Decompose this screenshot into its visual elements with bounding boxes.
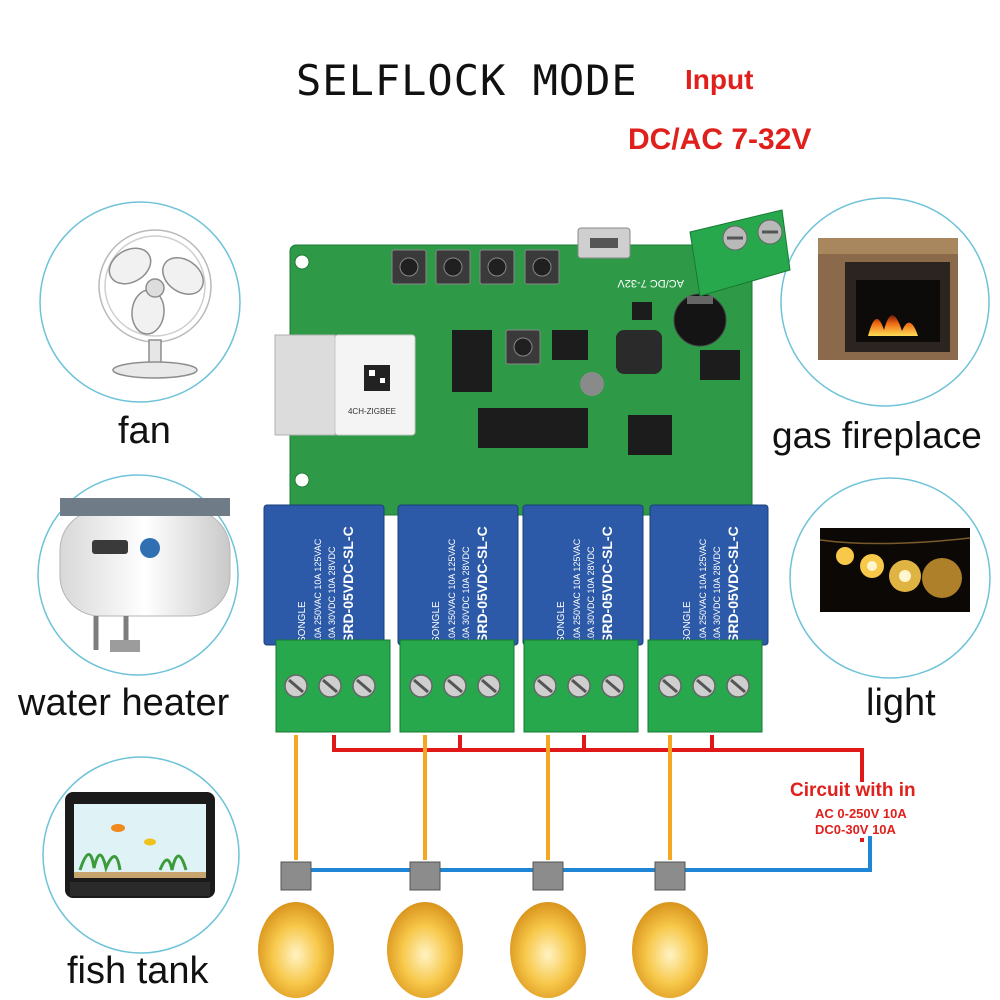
string-lights-icon — [819, 528, 971, 612]
fish-tank-icon — [65, 792, 215, 898]
gas-fireplace-circle — [780, 197, 990, 407]
power-label: AC/DC 7-32V — [617, 277, 684, 289]
bulb-1 — [258, 861, 334, 998]
water-heater-icon — [59, 498, 231, 652]
fan-icon — [98, 229, 212, 379]
relay-1: SONGLE 10A 250VAC 10A 125VAC 10A 30VDC 1… — [263, 504, 385, 646]
circuit-ac-rating: AC 0-250V 10A — [815, 806, 907, 821]
relay-1-model: SRD-05VDC-SL-C — [340, 526, 356, 643]
bulb-3 — [510, 861, 586, 998]
relay-2-rating1: 10A 250VAC 10A 125VAC — [447, 538, 457, 643]
relay-4-brand: SONGLE — [682, 601, 693, 643]
relay-4: SONGLE 10A 250VAC 10A 125VAC 10A 30VDC 1… — [649, 504, 769, 646]
relay-2-brand: SONGLE — [431, 601, 442, 643]
fireplace-icon — [818, 238, 958, 360]
fish-tank-circle — [42, 756, 240, 954]
fish-tank-label: fish tank — [67, 950, 209, 992]
bulb-2 — [387, 861, 463, 998]
relay-3-brand: SONGLE — [556, 601, 567, 643]
fan-circle — [39, 201, 241, 403]
power-terminal — [689, 209, 791, 297]
light-label: light — [866, 682, 936, 724]
module-label: 4CH-ZIGBEE — [348, 407, 396, 416]
blue-wire — [296, 836, 872, 872]
relay-2: SONGLE 10A 250VAC 10A 125VAC 10A 30VDC 1… — [397, 504, 519, 646]
push-buttons — [391, 249, 560, 365]
relay-4-rating2: 10A 30VDC 10A 28VDC — [712, 546, 722, 643]
relay-2-rating2: 10A 30VDC 10A 28VDC — [461, 546, 471, 643]
relay-3-model: SRD-05VDC-SL-C — [599, 526, 615, 643]
circuit-label: Circuit with in — [790, 780, 916, 801]
relay-3-rating1: 10A 250VAC 10A 125VAC — [572, 538, 582, 643]
relay-1-rating1: 10A 250VAC 10A 125VAC — [313, 538, 323, 643]
relay-4-model: SRD-05VDC-SL-C — [725, 526, 741, 643]
fan-label: fan — [118, 410, 171, 452]
relay-4-rating1: 10A 250VAC 10A 125VAC — [698, 538, 708, 643]
orange-wires — [294, 735, 672, 860]
output-terminals — [275, 639, 763, 733]
relay-3: SONGLE 10A 250VAC 10A 125VAC 10A 30VDC 1… — [522, 504, 644, 646]
page-title: SELFLOCK MODE — [296, 56, 638, 105]
relay-1-brand: SONGLE — [297, 601, 308, 643]
input-label: Input — [685, 64, 754, 95]
inductor — [616, 330, 662, 374]
relay-2-model: SRD-05VDC-SL-C — [474, 526, 490, 643]
circuit-dc-rating: DC0-30V 10A — [815, 822, 896, 837]
water-heater-circle — [37, 474, 239, 676]
ic-chips — [452, 302, 740, 455]
gas-fireplace-label: gas fireplace — [772, 415, 982, 456]
relay-board: 4CH-ZIGBEE — [263, 209, 791, 733]
relay-3-rating2: 10A 30VDC 10A 28VDC — [586, 546, 596, 643]
input-voltage-range: DC/AC 7-32V — [628, 123, 812, 156]
zigbee-module — [274, 334, 416, 436]
bulb-4 — [632, 861, 708, 998]
water-heater-label: water heater — [18, 682, 230, 724]
relay-1-rating2: 10A 30VDC 10A 28VDC — [327, 546, 337, 643]
red-wire — [332, 735, 864, 842]
light-circle — [789, 477, 991, 679]
